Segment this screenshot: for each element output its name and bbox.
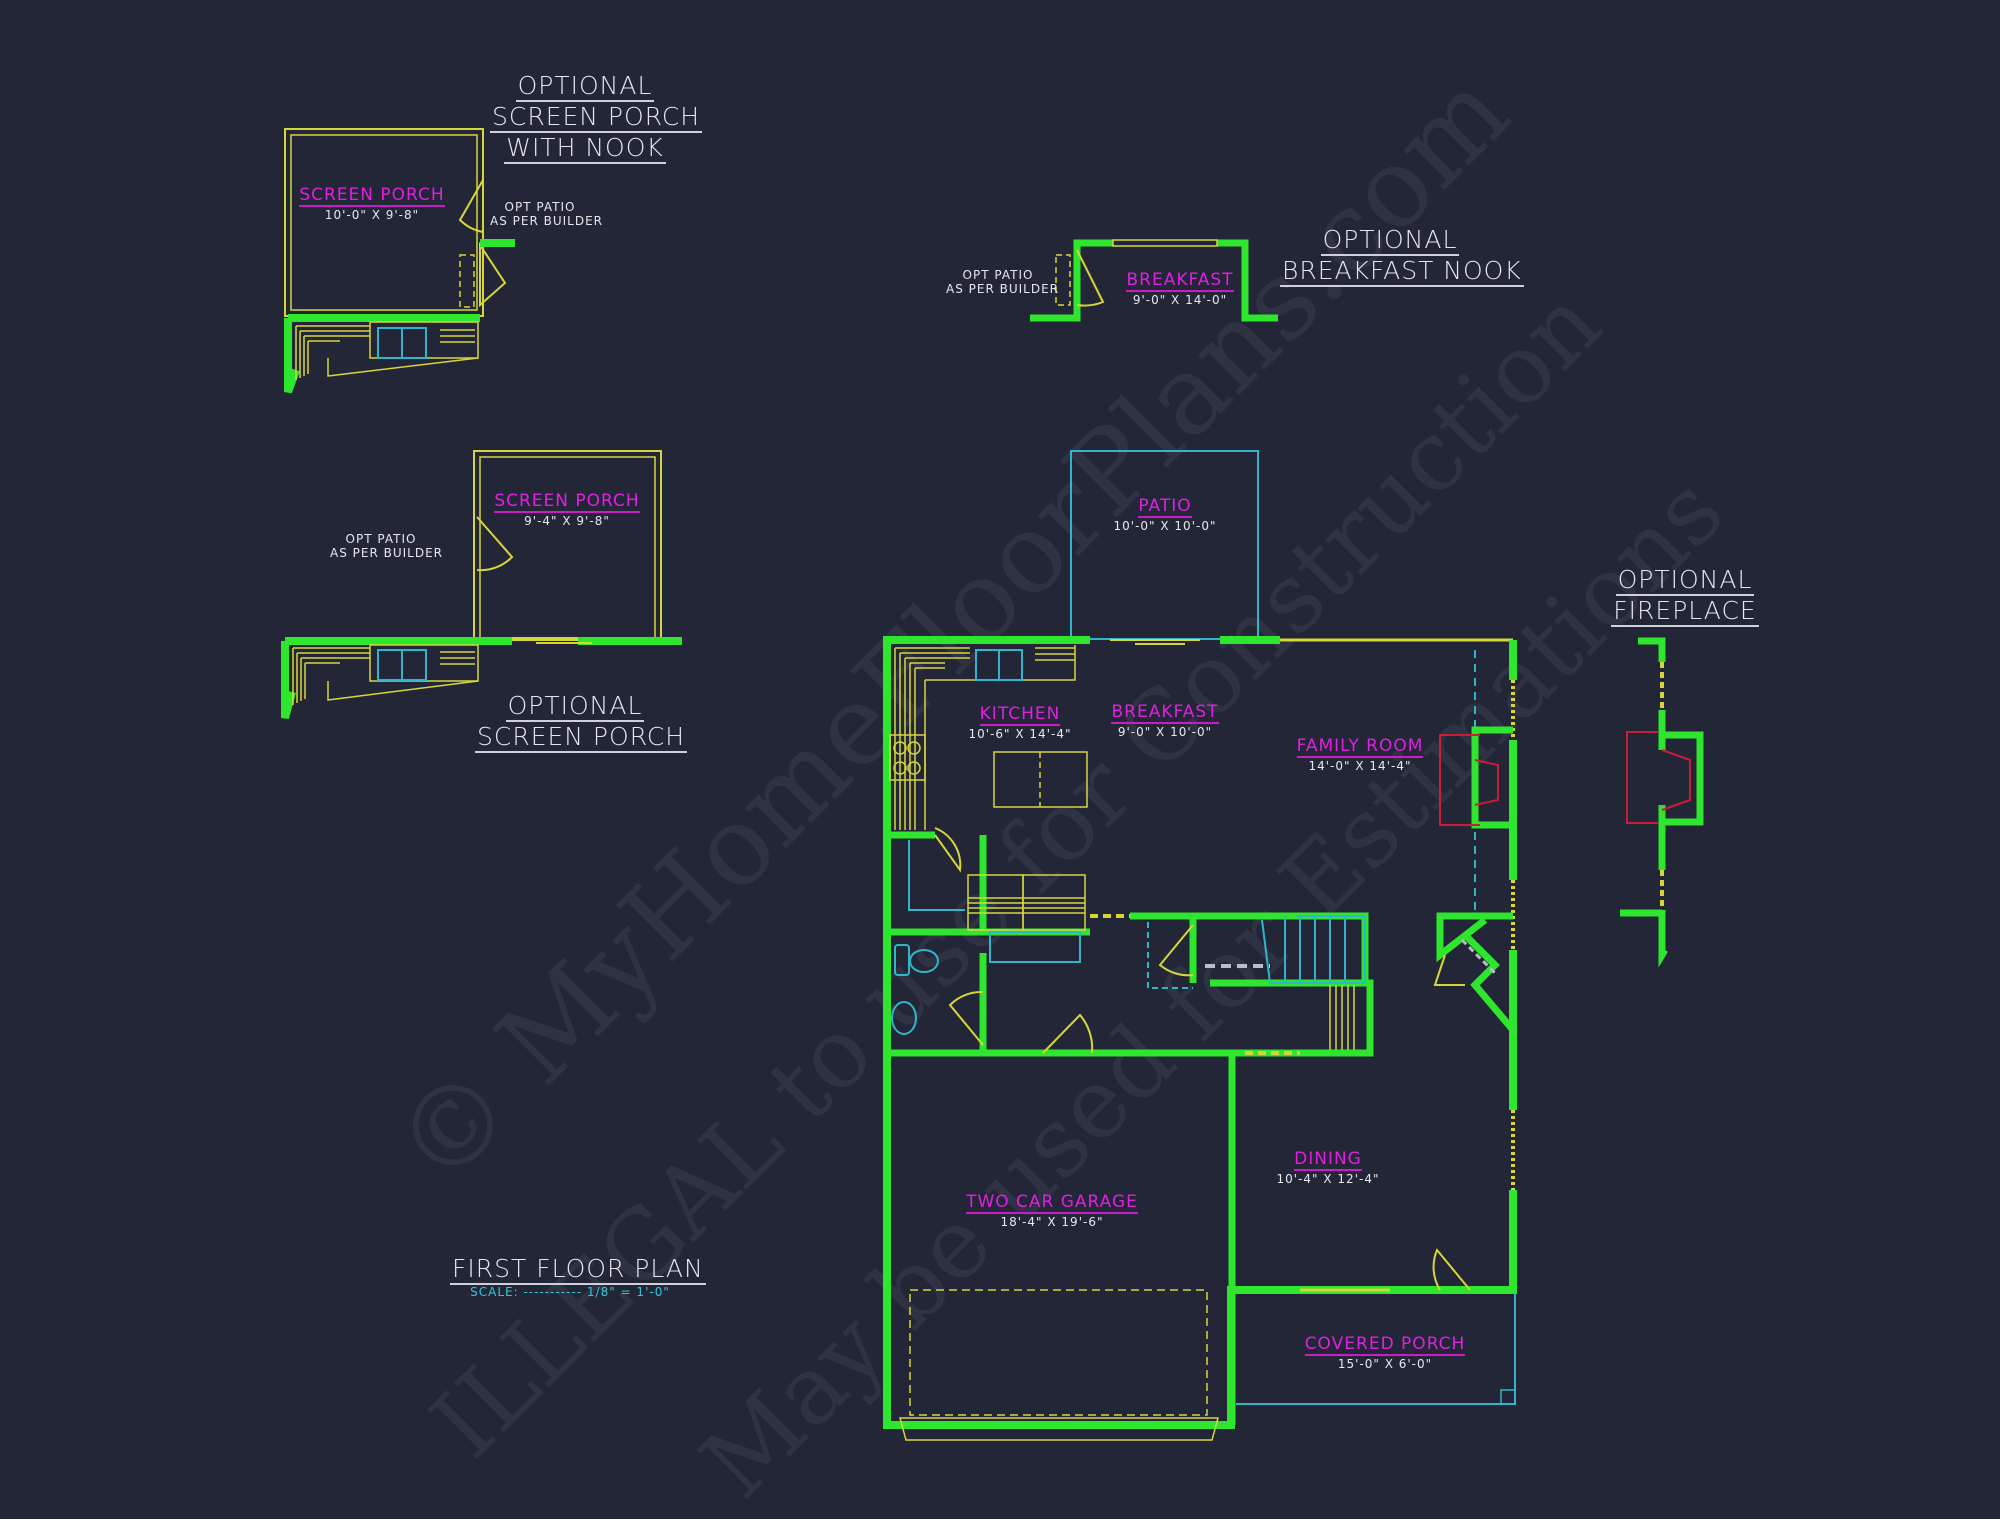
note-line: AS PER BUILDER: [490, 214, 604, 228]
room-screen-porch-nook: SCREEN PORCH 10'-0" X 9'-8": [292, 186, 452, 223]
room-dims: 10'-4" X 12'-4": [1276, 1172, 1380, 1186]
note-line: AS PER BUILDER: [330, 546, 444, 560]
optional-fireplace-plan: [1620, 637, 1704, 968]
room-name: SCREEN PORCH: [299, 185, 445, 207]
room-name: TWO CAR GARAGE: [966, 1192, 1138, 1214]
room-covered-porch: COVERED PORCH 15'-0" X 6'-0": [1295, 1335, 1475, 1372]
first-floor-plan: [883, 450, 1517, 1441]
note-line: OPT PATIO: [962, 268, 1034, 282]
room-name: BREAKFAST: [1111, 702, 1219, 724]
scale-label: SCALE: ----------- 1/8" = 1'-0": [470, 1285, 670, 1299]
room-dims: 14'-0" X 14'-4": [1308, 759, 1412, 773]
title-optional-screen-porch-nook: OPTIONAL SCREEN PORCH WITH NOOK: [490, 71, 703, 165]
title-line: OPTIONAL: [515, 71, 655, 102]
room-kitchen: KITCHEN 10'-6" X 14'-4": [960, 705, 1080, 742]
note-opt-patio-2: OPT PATIO AS PER BUILDER: [946, 268, 1060, 296]
note-line: OPT PATIO: [504, 200, 576, 214]
room-two-car-garage: TWO CAR GARAGE 18'-4" X 19'-6": [962, 1193, 1142, 1230]
room-name: BREAKFAST: [1126, 270, 1234, 292]
breakfast-nook-plan: [1030, 239, 1278, 322]
title-optional-fireplace: OPTIONAL FIREPLACE: [1610, 566, 1760, 628]
room-name: DINING: [1294, 1149, 1362, 1171]
room-name: FAMILY ROOM: [1296, 736, 1424, 758]
note-opt-patio-3: OPT PATIO AS PER BUILDER: [330, 532, 444, 560]
room-name: COVERED PORCH: [1304, 1334, 1466, 1356]
room-dims: 9'-4" X 9'-8": [524, 514, 610, 528]
room-dims: 18'-4" X 19'-6": [1000, 1215, 1104, 1229]
screen-porch-nook-plan: [284, 128, 515, 394]
screen-porch-plan: [281, 450, 682, 720]
room-dims: 9'-0" X 14'-0": [1132, 293, 1228, 307]
title-first-floor-plan: FIRST FLOOR PLAN: [450, 1255, 706, 1286]
room-breakfast: BREAKFAST 9'-0" X 10'-0": [1105, 703, 1225, 740]
room-dims: 15'-0" X 6'-0": [1337, 1357, 1433, 1371]
room-screen-porch: SCREEN PORCH 9'-4" X 9'-8": [487, 492, 647, 529]
room-dims: 10'-6" X 14'-4": [968, 727, 1072, 741]
title-line: FIRST FLOOR PLAN: [450, 1254, 706, 1285]
note-line: AS PER BUILDER: [946, 282, 1060, 296]
title-line: OPTIONAL: [1320, 225, 1460, 256]
room-name: SCREEN PORCH: [494, 491, 640, 513]
room-dims: 10'-0" X 9'-8": [324, 208, 420, 222]
note-line: OPT PATIO: [345, 532, 417, 546]
title-line: FIREPLACE: [1611, 596, 1759, 627]
title-optional-breakfast-nook: OPTIONAL BREAKFAST NOOK: [1280, 225, 1524, 288]
room-name: KITCHEN: [979, 704, 1061, 726]
room-dining: DINING 10'-4" X 12'-4": [1268, 1150, 1388, 1187]
room-family-room: FAMILY ROOM 14'-0" X 14'-4": [1290, 737, 1430, 774]
note-opt-patio-1: OPT PATIO AS PER BUILDER: [490, 200, 604, 228]
room-breakfast-nook: BREAKFAST 9'-0" X 14'-0": [1110, 271, 1250, 308]
room-patio: PATIO 10'-0" X 10'-0": [1105, 497, 1225, 534]
room-dims: 9'-0" X 10'-0": [1117, 725, 1213, 739]
title-line: OPTIONAL: [1615, 565, 1755, 596]
title-optional-screen-porch: OPTIONAL SCREEN PORCH: [475, 691, 688, 754]
title-line: SCREEN PORCH: [475, 722, 688, 753]
title-line: WITH NOOK: [504, 133, 666, 164]
title-line: BREAKFAST NOOK: [1280, 256, 1524, 287]
title-line: OPTIONAL: [505, 691, 645, 722]
room-name: PATIO: [1138, 496, 1192, 518]
room-dims: 10'-0" X 10'-0": [1113, 519, 1217, 533]
title-line: SCREEN PORCH: [490, 102, 703, 133]
